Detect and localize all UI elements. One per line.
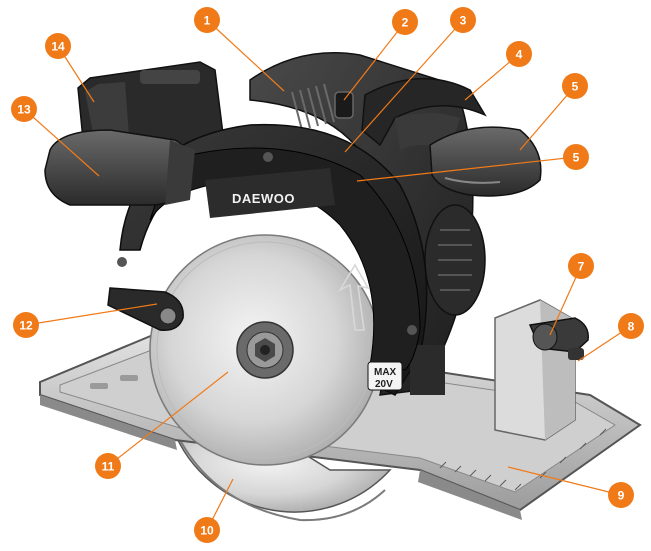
callout-2: 2 [392,9,418,35]
callout-12: 12 [13,312,39,338]
svg-text:10: 10 [200,524,214,538]
svg-text:2: 2 [402,16,409,30]
voltage-label-max: MAX [374,367,397,378]
lock-off-button [334,91,354,119]
callout-7: 7 [568,253,594,279]
rear-soft-grip [429,126,542,197]
callout-14: 14 [45,33,71,59]
svg-text:5: 5 [573,151,580,165]
svg-text:1: 1 [204,14,211,28]
bevel-adjustment-knob [528,317,589,353]
bevel-lock [568,348,584,360]
callout-5-lower: 5 [563,144,589,170]
svg-text:14: 14 [51,40,65,54]
callout-10: 10 [194,517,220,543]
callout-1: 1 [194,7,220,33]
callout-5-upper: 5 [562,73,588,99]
svg-text:12: 12 [19,319,33,333]
callout-9: 9 [608,482,634,508]
saw-blade [149,234,381,466]
svg-text:9: 9 [618,489,625,503]
callout-4: 4 [506,41,532,67]
svg-text:3: 3 [460,14,467,28]
callout-11: 11 [95,453,121,479]
svg-text:7: 7 [578,260,585,274]
callout-8: 8 [618,313,644,339]
callout-13: 13 [11,96,37,122]
svg-text:11: 11 [102,460,115,474]
front-auxiliary-handle [44,129,195,206]
svg-text:8: 8 [628,320,635,334]
voltage-label-volts: 20V [375,379,393,390]
guard-front-face: DAEWOO MAX 20V [117,147,421,391]
svg-text:13: 13 [17,103,31,117]
brand-logo: DAEWOO [232,191,295,206]
svg-text:5: 5 [572,80,579,94]
svg-text:4: 4 [516,48,523,62]
lower-guard-lever [107,287,184,331]
callout-3: 3 [450,7,476,33]
callout-badges: 1 2 3 4 5 5 7 8 [11,7,644,543]
